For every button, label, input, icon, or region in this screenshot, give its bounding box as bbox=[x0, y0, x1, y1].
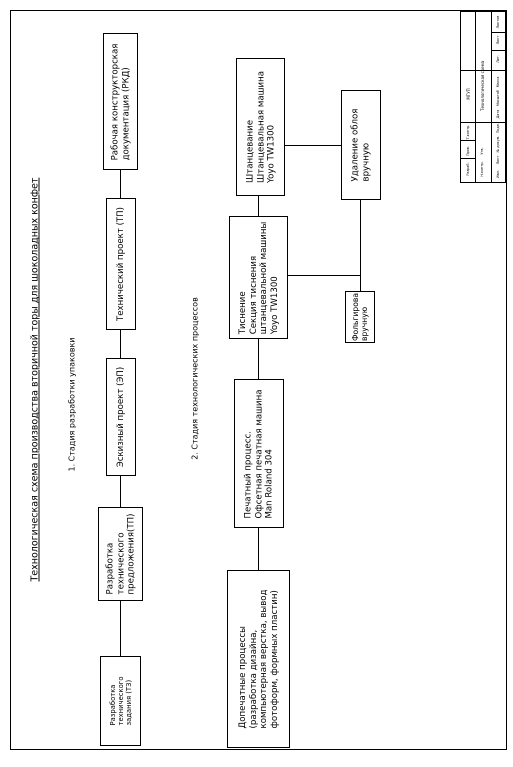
box-technical-proposal: Разработка технического предложения(ТП) bbox=[98, 507, 143, 601]
connector-tz-tp-proposal bbox=[120, 600, 121, 657]
box-technical-task: Разработка технического задания (ТЗ) bbox=[100, 656, 141, 746]
connector-tp-proposal-ep bbox=[120, 476, 121, 507]
stamp-title: Технологическая схема bbox=[480, 60, 485, 111]
diagram-title: Технологическая схема производства втори… bbox=[29, 177, 41, 582]
stamp-role-3: Т.контр. bbox=[466, 124, 470, 140]
box-printing: Печатный процесс. Офсетная печатная маши… bbox=[234, 379, 284, 528]
stage-label-development: 1. Стадия разработки упаковки bbox=[67, 337, 77, 472]
box-die-cutting: Штанцевание Штанцевальная машина Yoyo TW… bbox=[236, 58, 285, 196]
connector-print-emboss bbox=[258, 339, 259, 379]
drawing-frame bbox=[10, 10, 507, 750]
connector-tp-rkd bbox=[120, 170, 121, 198]
box-working-documentation: Рабочая конструкторская документация (РК… bbox=[103, 33, 138, 170]
box-technical-project: Технический проект (ТП) bbox=[106, 198, 136, 330]
stage-label-processes: 2. Стадия технологических процессов bbox=[190, 297, 200, 460]
connector-emboss-foil bbox=[288, 275, 361, 276]
connector-diecut-waste bbox=[285, 145, 341, 146]
box-waste-removal: Удаление облоя вручную bbox=[341, 90, 381, 200]
box-prepress: Допечатные процессы (разработка дизайна,… bbox=[227, 570, 290, 748]
stamp-col-scale: Масштаб bbox=[496, 89, 500, 107]
stamp-sheets: Листов bbox=[496, 15, 500, 29]
stamp-lit: Лит. bbox=[496, 55, 500, 63]
box-foiling: Фольгирова вручную bbox=[345, 291, 375, 343]
box-embossing: Тиснение Секция тиснения штанцевальной м… bbox=[229, 216, 288, 339]
title-block: МГУП Технологическая схема Лист Листов Л… bbox=[460, 11, 506, 183]
connector-foil-vertical bbox=[360, 200, 361, 291]
stamp-sheet: Лист bbox=[496, 35, 500, 45]
stamp-role-2: Пров. bbox=[466, 146, 470, 156]
stamp-org: МГУП bbox=[466, 88, 471, 100]
connector-ep-tp bbox=[120, 330, 121, 358]
box-sketch-project: Эскизный проект (ЭП) bbox=[106, 358, 136, 476]
connector-emboss-diecut bbox=[258, 196, 259, 216]
connector-prepress-print bbox=[258, 528, 259, 570]
stamp-role-5: Утв. bbox=[480, 147, 484, 155]
